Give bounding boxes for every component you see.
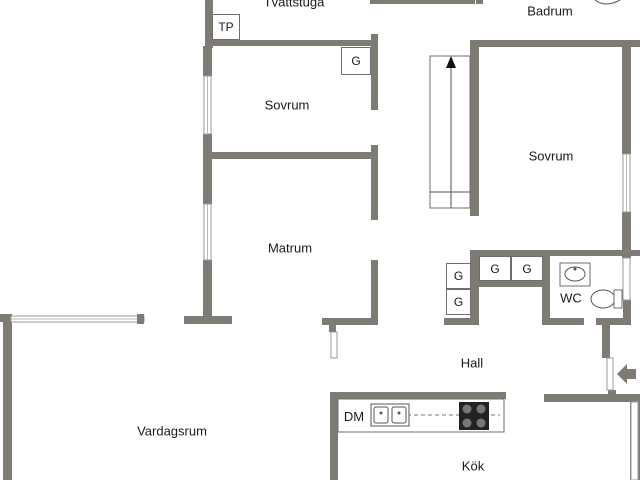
room-label-hall: Hall: [460, 355, 484, 371]
room-label-vardagsrum: Vardagsrum: [137, 423, 207, 439]
wardrobe-hall-3: G: [446, 263, 471, 289]
room-label-badrum: Badrum: [527, 3, 573, 19]
windows: [10, 75, 639, 480]
wardrobe-hall-4: G: [446, 289, 471, 315]
room-label-sovrum-left: Sovrum: [264, 97, 310, 113]
dishwasher: DM: [343, 408, 365, 424]
kitchen-counter: [337, 398, 505, 433]
tp-cabinet: TP: [212, 14, 240, 40]
room-label-tvattstuga: Tvättstuga: [263, 0, 325, 10]
toilet-icon: [590, 289, 616, 309]
room-label-matrum: Matrum: [267, 240, 313, 256]
wardrobe-hall-1: G: [479, 256, 511, 281]
staircase: [429, 55, 471, 209]
bath-fixtures: [559, 0, 623, 309]
room-label-wc: WC: [560, 290, 582, 306]
room-label-kok: Kök: [461, 458, 485, 474]
room-label-sovrum-right: Sovrum: [528, 148, 574, 164]
sink-icon: [564, 266, 586, 282]
wardrobe-bedroom: G: [341, 47, 371, 75]
wardrobe-hall-2: G: [511, 256, 543, 281]
stair-arrow-icon: [446, 56, 456, 68]
entrance-arrow-icon: [617, 364, 636, 384]
